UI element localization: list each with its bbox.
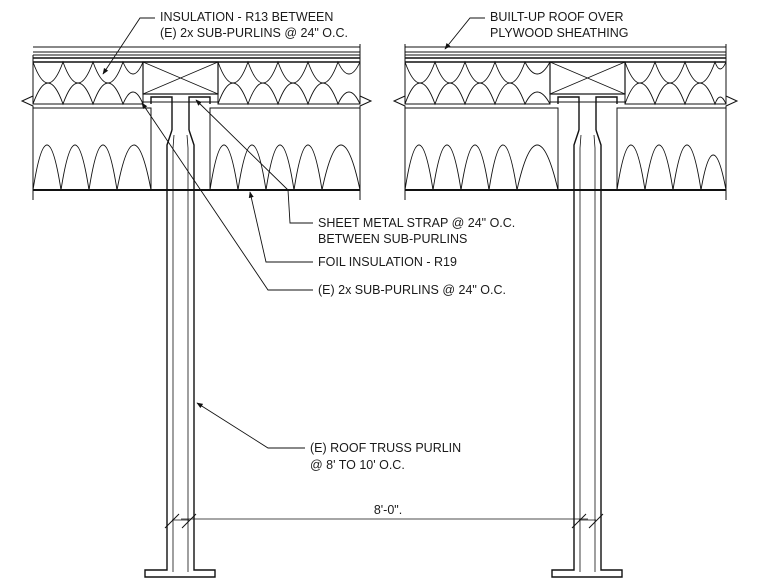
right-roof-truss-purlin bbox=[551, 129, 623, 578]
note-insulation-r13-line2: (E) 2x SUB-PURLINS @ 24" O.C. bbox=[160, 26, 348, 40]
left-lower-insulation bbox=[32, 107, 361, 191]
leader-sub-purlins bbox=[141, 102, 313, 291]
left-break-mark-right bbox=[359, 44, 373, 200]
note-sub-purlins: (E) 2x SUB-PURLINS @ 24" O.C. bbox=[318, 283, 506, 297]
note-insulation-r13-line1: INSULATION - R13 BETWEEN bbox=[160, 10, 333, 24]
note-foil-insulation: FOIL INSULATION - R19 bbox=[318, 255, 457, 269]
callout-notes: INSULATION - R13 BETWEEN (E) 2x SUB-PURL… bbox=[160, 10, 628, 472]
left-roofing-layers bbox=[33, 46, 360, 63]
left-roof-truss-purlin bbox=[144, 129, 216, 578]
leader-insulation-r13 bbox=[102, 17, 155, 75]
note-built-up-roof-line1: BUILT-UP ROOF OVER bbox=[490, 10, 624, 24]
leader-lines bbox=[102, 17, 485, 449]
left-metal-strap bbox=[150, 96, 211, 130]
leader-sheet-metal-strap bbox=[195, 99, 313, 224]
right-sub-purlin-block bbox=[549, 61, 626, 103]
note-built-up-roof-line2: PLYWOOD SHEATHING bbox=[490, 26, 628, 40]
leader-built-up-roof bbox=[444, 17, 485, 50]
left-roof-assembly bbox=[20, 44, 373, 578]
leader-foil-insulation bbox=[248, 191, 313, 263]
leader-roof-truss-purlin bbox=[196, 402, 305, 449]
note-sheet-metal-strap-line1: SHEET METAL STRAP @ 24" O.C. bbox=[318, 216, 515, 230]
span-dimension: 8'-0". bbox=[181, 503, 588, 520]
right-break-mark-right bbox=[725, 44, 739, 200]
right-break-mark-left bbox=[392, 44, 406, 200]
right-lower-insulation bbox=[404, 107, 727, 191]
note-roof-truss-purlin-line1: (E) ROOF TRUSS PURLIN bbox=[310, 441, 461, 455]
right-metal-strap bbox=[557, 96, 618, 130]
note-sheet-metal-strap-line2: BETWEEN SUB-PURLINS bbox=[318, 232, 467, 246]
left-break-mark-left bbox=[20, 55, 34, 200]
left-sub-purlin-block bbox=[142, 61, 219, 103]
dimension-label: 8'-0". bbox=[374, 503, 402, 517]
right-roof-assembly bbox=[392, 44, 739, 578]
note-roof-truss-purlin-line2: @ 8' TO 10' O.C. bbox=[310, 458, 405, 472]
right-roofing-layers bbox=[405, 46, 726, 63]
